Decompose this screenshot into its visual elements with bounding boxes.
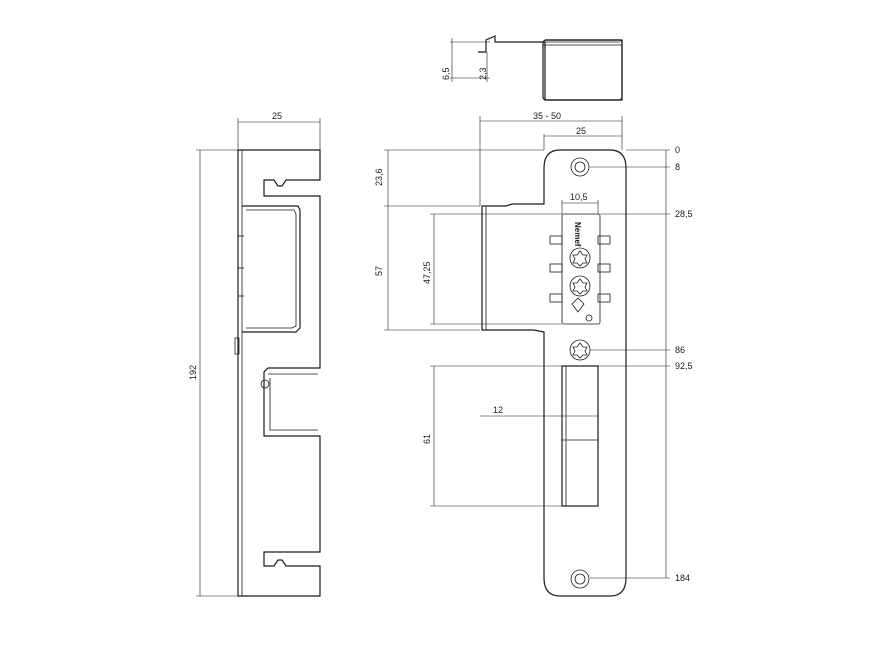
dim-mid-inner: 47,25	[422, 261, 432, 284]
datum-86: 86	[675, 345, 685, 355]
dim-upper-offset: 23,6	[374, 168, 384, 186]
torx-screw-icon	[569, 247, 591, 269]
dim-overall-width: 35 - 50	[533, 111, 561, 121]
datum-28-5: 28,5	[675, 209, 693, 219]
torx-screw-icon	[569, 339, 591, 361]
mounting-hole-icon	[570, 569, 590, 589]
side-view: 25 192	[188, 111, 321, 597]
dim-side-width: 25	[272, 111, 282, 121]
brand-label: Nemef	[573, 222, 582, 247]
ce-mark-icon	[571, 297, 593, 322]
dim-lower-height: 61	[422, 434, 432, 444]
datum-184: 184	[675, 573, 690, 583]
dim-plate-width: 25	[576, 126, 586, 136]
mounting-hole-icon	[570, 157, 590, 177]
top-view: 6,5 2,3	[441, 35, 623, 101]
datum-0: 0	[675, 145, 680, 155]
dim-top-outer: 6,5	[441, 67, 451, 80]
front-view: Nemef 35 - 5	[374, 111, 693, 597]
dim-mid-height: 57	[374, 266, 384, 276]
torx-screw-icon	[569, 275, 591, 297]
dim-side-height: 192	[188, 365, 198, 380]
dim-opening-width: 12	[493, 405, 503, 415]
datum-92-5: 92,5	[675, 361, 693, 371]
dim-top-inner: 2,3	[478, 67, 488, 80]
datum-8: 8	[675, 162, 680, 172]
dim-screw-spacing: 10,5	[570, 192, 588, 202]
